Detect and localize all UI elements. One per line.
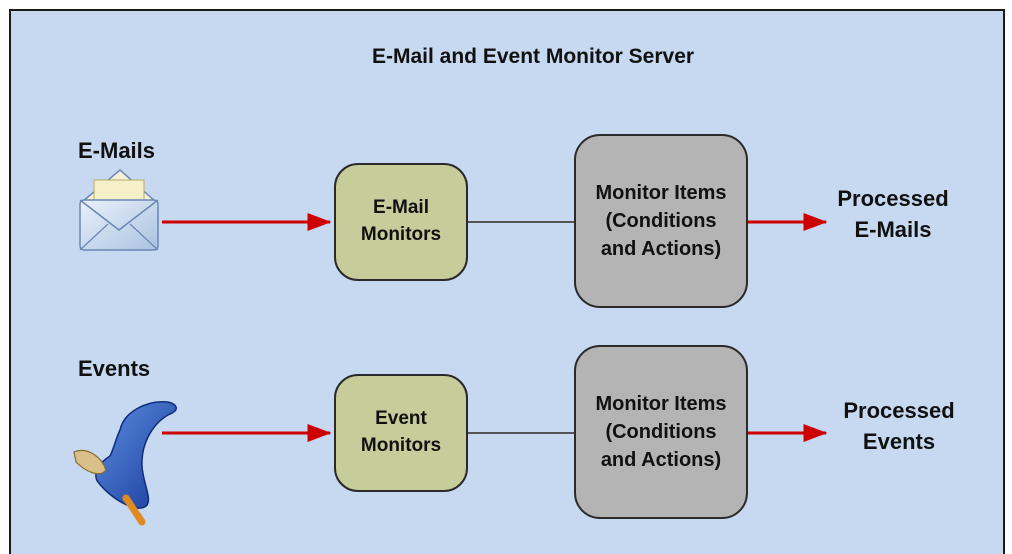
event-monitors-box: Event Monitors	[334, 374, 468, 492]
event-monitor-items-box: Monitor Items (Conditions and Actions)	[574, 345, 748, 519]
email-monitor-items-box: Monitor Items (Conditions and Actions)	[574, 134, 748, 308]
email-monitors-box: E-Mail Monitors	[334, 163, 468, 281]
processed-emails-label: Processed E-Mails	[837, 186, 949, 242]
source-label-emails: E-Mails	[78, 138, 156, 163]
envelope-icon	[79, 169, 159, 251]
funnel-icon	[73, 401, 177, 526]
diagram-title: E-Mail and Event Monitor Server	[372, 45, 695, 68]
source-label-events: Events	[78, 356, 151, 381]
server-panel	[9, 9, 1005, 554]
processed-events-label: Processed Events	[843, 398, 955, 454]
